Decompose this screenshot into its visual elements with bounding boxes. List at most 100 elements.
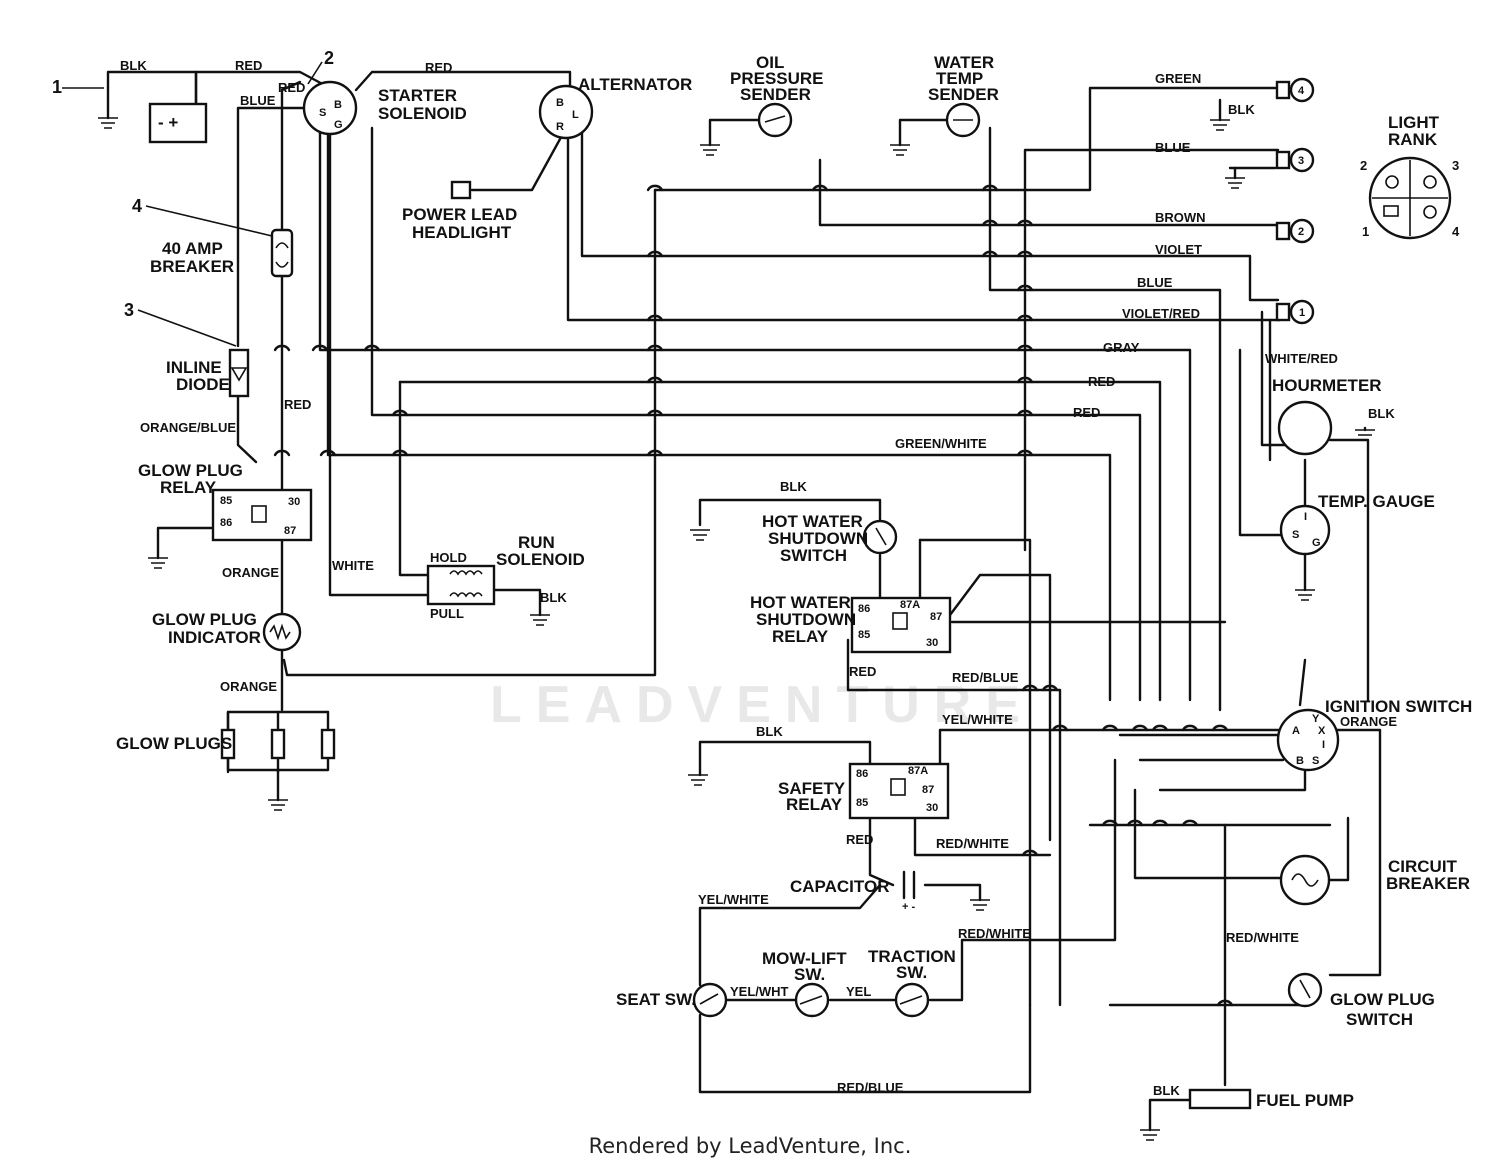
ground-icon	[1295, 589, 1315, 601]
ground-icon	[1225, 177, 1245, 189]
run-label-2: SOLENOID	[496, 550, 585, 569]
ground-icon	[1355, 429, 1375, 441]
ignition-switch: A Y X I B S IGNITION SWITCH	[1276, 697, 1472, 772]
mow-lift-switch: MOW-LIFT SW.	[762, 949, 847, 1018]
hot-water-shutdown-relay: 86 87A 87 85 30 HOT WATER SHUTDOWN RELAY	[750, 593, 952, 654]
power-lead-label-1: POWER LEAD	[402, 205, 517, 224]
svg-text:YEL/WHT: YEL/WHT	[730, 984, 789, 999]
breaker-label-1: 40 AMP	[162, 239, 223, 258]
glow-plugs: GLOW PLUGS	[116, 728, 336, 760]
ground-icon	[688, 774, 708, 786]
glow-plug-indicator: GLOW PLUG INDICATOR	[152, 610, 302, 652]
svg-text:YEL/WHITE: YEL/WHITE	[698, 892, 769, 907]
ground-icon	[148, 557, 168, 569]
water-temp-sender: WATER TEMP SENDER	[928, 53, 999, 138]
ground-icon	[1210, 119, 1230, 131]
ground-icon	[268, 799, 288, 811]
circuit-breaker: CIRCUIT BREAKER	[1279, 854, 1470, 906]
hot-water-shutdown-switch: HOT WATER SHUTDOWN SWITCH	[762, 512, 898, 565]
svg-text:VIOLET: VIOLET	[1155, 242, 1202, 257]
svg-text:GRAY: GRAY	[1103, 340, 1140, 355]
fuel-pump: FUEL PUMP	[1188, 1088, 1354, 1110]
seat-switch: SEAT SW.	[616, 982, 728, 1018]
light-rank-label-1: LIGHT	[1388, 113, 1440, 132]
svg-text:BLUE: BLUE	[240, 93, 276, 108]
traction-label-1: TRACTION	[868, 947, 956, 966]
capacitor: + - CAPACITOR	[790, 870, 915, 913]
svg-text:BLK: BLK	[780, 479, 807, 494]
water-label-3: SENDER	[928, 85, 999, 104]
svg-text:86: 86	[858, 603, 870, 615]
cb-label-1: CIRCUIT	[1388, 857, 1458, 876]
svg-text:BLK: BLK	[120, 58, 147, 73]
water-label-1: WATER	[934, 53, 994, 72]
svg-text:B: B	[1296, 755, 1304, 767]
ground-icon	[970, 899, 990, 911]
svg-text:BLK: BLK	[1228, 102, 1255, 117]
breaker-40-amp: 40 AMP BREAKER	[150, 228, 294, 278]
svg-text:B: B	[556, 97, 564, 109]
ground-symbols	[98, 117, 1375, 1141]
ground-icon	[700, 144, 720, 156]
svg-text:87: 87	[922, 784, 934, 796]
temp-gauge-label: TEMP. GAUGE	[1318, 492, 1435, 511]
light-connector-1: 1	[1275, 299, 1315, 325]
svg-text:YEL/WHITE: YEL/WHITE	[942, 712, 1013, 727]
starter-solenoid-label-1: STARTER	[378, 86, 457, 105]
svg-text:Y: Y	[1312, 713, 1320, 725]
oil-label-3: SENDER	[740, 85, 811, 104]
svg-text:HOLD: HOLD	[430, 550, 467, 565]
hwr-label-2: SHUTDOWN	[756, 610, 856, 629]
power-lead-label-2: HEADLIGHT	[412, 223, 512, 242]
battery: - +	[148, 102, 208, 144]
svg-text:87A: 87A	[900, 599, 920, 611]
svg-text:BLK: BLK	[1153, 1083, 1180, 1098]
ground-icon	[690, 529, 710, 541]
svg-text:BLK: BLK	[756, 724, 783, 739]
svg-text:30: 30	[926, 802, 938, 814]
svg-text:ORANGE: ORANGE	[220, 679, 277, 694]
svg-text:BLK: BLK	[1368, 406, 1395, 421]
inline-diode: INLINE DIODE	[166, 348, 250, 398]
run-label-1: RUN	[518, 533, 555, 552]
glow-plug-switch: GLOW PLUG SWITCH	[1287, 972, 1435, 1029]
svg-text:RED: RED	[1073, 405, 1100, 420]
watermark-text: LEADVENTURE	[490, 676, 1034, 734]
light-connector-4: 4	[1275, 77, 1315, 103]
svg-text:87A: 87A	[908, 765, 928, 777]
water-label-2: TEMP	[936, 69, 983, 88]
sr-label-2: RELAY	[786, 795, 843, 814]
svg-text:85: 85	[220, 495, 232, 507]
svg-text:GREEN/WHITE: GREEN/WHITE	[895, 436, 987, 451]
svg-text:YEL: YEL	[846, 984, 871, 999]
light-connector-2: 2	[1275, 218, 1315, 244]
fuel-pump-label: FUEL PUMP	[1256, 1091, 1354, 1110]
starter-solenoid-label-2: SOLENOID	[378, 104, 467, 123]
wire-crossings	[273, 184, 1234, 1007]
svg-text:ORANGE: ORANGE	[222, 565, 279, 580]
ground-icon	[98, 117, 118, 129]
light-rank-label-2: RANK	[1388, 130, 1438, 149]
power-lead-headlight: POWER LEAD HEADLIGHT	[402, 180, 517, 242]
svg-text:4: 4	[1298, 85, 1305, 97]
glow-plug-relay: 85 86 30 87 GLOW PLUG RELAY	[138, 461, 313, 542]
svg-text:I: I	[1304, 511, 1307, 523]
svg-text:L: L	[572, 109, 579, 121]
svg-text:RED: RED	[278, 80, 305, 95]
svg-text:BLUE: BLUE	[1137, 275, 1173, 290]
svg-text:RED: RED	[284, 397, 311, 412]
callouts: 1 2 3 4	[52, 48, 334, 347]
light-rank: LIGHT RANK 2 3 1 4	[1360, 113, 1460, 240]
svg-text:VIOLET/RED: VIOLET/RED	[1122, 306, 1200, 321]
svg-text:ORANGE/BLUE: ORANGE/BLUE	[140, 420, 236, 435]
gps-label-2: SWITCH	[1346, 1010, 1413, 1029]
svg-text:2: 2	[1298, 226, 1304, 238]
svg-text:- +: - +	[158, 113, 178, 132]
ground-icon	[1140, 1129, 1160, 1141]
callout-2: 2	[324, 48, 334, 68]
svg-text:S: S	[1312, 755, 1319, 767]
traction-switch: TRACTION SW.	[868, 947, 956, 1018]
svg-text:ORANGE: ORANGE	[1340, 714, 1397, 729]
temp-gauge: I S G TEMP. GAUGE	[1279, 492, 1435, 556]
